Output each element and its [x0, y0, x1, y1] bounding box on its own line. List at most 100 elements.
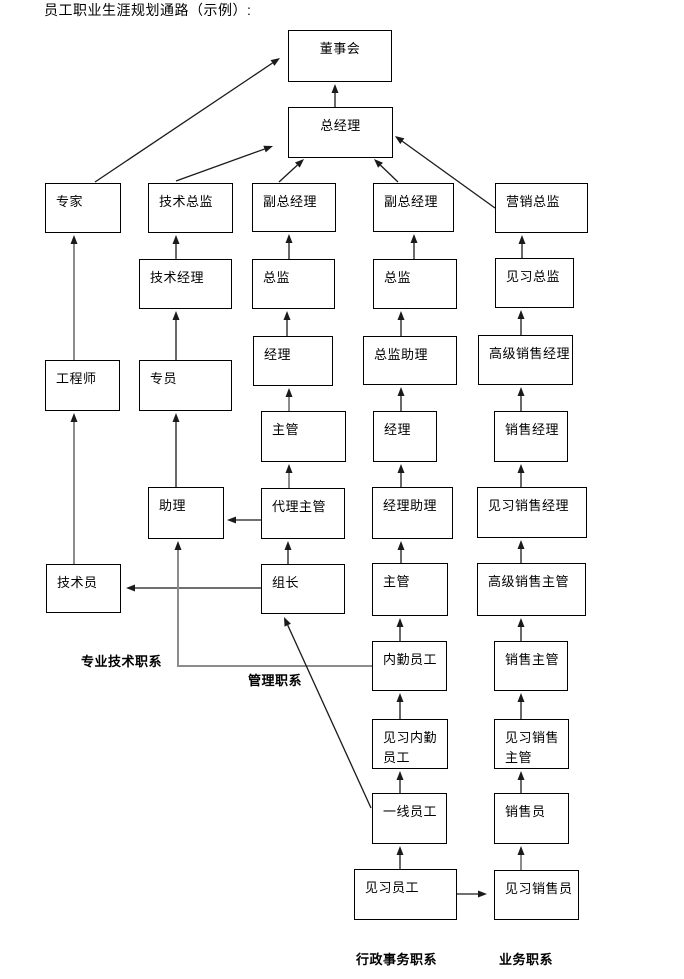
- edge-trainee-office-staff-to-office-staff: [396, 693, 404, 719]
- node-label: 技术总监: [159, 194, 214, 209]
- node-deputy-gm-2: 副总经理: [373, 183, 454, 232]
- edge-marketing-director-to-gm: [395, 136, 496, 209]
- edge-trainee-salesperson-to-salesperson: [517, 846, 525, 870]
- node-office-staff: 内勤员工: [372, 641, 447, 691]
- edge-office-staff-to-assistant: [174, 541, 372, 667]
- node-label: 专员: [150, 371, 178, 386]
- node-label: 见习销售主管: [505, 730, 560, 765]
- node-gm: 总经理: [288, 107, 393, 158]
- edge-tech-director-to-gm: [175, 145, 273, 182]
- edge-senior-sales-supervisor-to-trainee-sales-manager: [517, 540, 525, 563]
- node-manager-assistant: 经理助理: [372, 487, 453, 539]
- edge-trainee-sales-supervisor-to-sales-supervisor: [517, 693, 525, 719]
- edge-engineer-to-expert: [70, 235, 78, 360]
- edge-director-1-to-deputy-gm-1: [285, 234, 293, 259]
- node-specialist: 专员: [139, 360, 232, 411]
- node-director-1: 总监: [252, 259, 335, 309]
- edge-acting-supervisor-to-supervisor-1: [285, 464, 293, 488]
- edge-gm-to-board: [331, 84, 339, 107]
- group-label-management: 管理职系: [248, 673, 303, 688]
- edge-director-2-to-deputy-gm-2: [410, 234, 418, 259]
- edge-assistant-to-specialist: [172, 413, 180, 487]
- group-label-business: 业务职系: [499, 952, 554, 967]
- node-team-leader: 组长: [261, 564, 345, 614]
- node-trainee-director: 见习总监: [495, 258, 574, 308]
- node-frontline-staff: 一线员工: [372, 793, 447, 844]
- node-tech-manager: 技术经理: [139, 259, 232, 309]
- node-trainee-staff: 见习员工: [354, 869, 457, 920]
- edge-trainee-staff-to-trainee-salesperson: [457, 890, 487, 898]
- node-senior-sales-supervisor: 高级销售主管: [477, 563, 586, 616]
- node-label: 销售经理: [505, 422, 560, 437]
- edge-trainee-staff-to-frontline-staff: [396, 846, 404, 869]
- node-label: 副总经理: [263, 194, 318, 209]
- edge-office-staff-to-supervisor-2: [396, 618, 404, 641]
- node-marketing-director: 营销总监: [495, 183, 588, 233]
- node-trainee-sales-supervisor: 见习销售主管: [494, 719, 569, 769]
- node-technician: 技术员: [46, 564, 121, 613]
- node-senior-sales-manager: 高级销售经理: [478, 335, 573, 385]
- diagram-title: 员工职业生涯规划通路（示例）:: [44, 2, 252, 18]
- node-label: 副总经理: [384, 194, 439, 209]
- node-director-2: 总监: [373, 259, 457, 309]
- edge-frontline-staff-to-trainee-office-staff: [396, 771, 404, 793]
- node-label: 见习总监: [506, 269, 561, 284]
- edge-technician-to-engineer: [70, 413, 78, 564]
- node-label: 董事会: [319, 41, 361, 56]
- node-label: 组长: [272, 575, 300, 590]
- node-label: 见习销售经理: [488, 498, 570, 513]
- edge-tech-manager-to-tech-director: [172, 235, 180, 259]
- node-sales-manager: 销售经理: [494, 411, 568, 462]
- edge-director-assistant-to-director-2: [397, 311, 405, 336]
- edge-trainee-sales-manager-to-sales-manager: [517, 464, 525, 487]
- node-deputy-gm-1: 副总经理: [252, 183, 336, 232]
- node-salesperson: 销售员: [494, 793, 569, 844]
- node-label: 内勤员工: [383, 652, 438, 667]
- node-manager-1: 经理: [253, 336, 333, 386]
- node-label: 高级销售主管: [488, 574, 570, 589]
- edge-specialist-to-tech-manager: [172, 311, 180, 360]
- edge-team-leader-to-technician: [126, 584, 261, 592]
- node-label: 一线员工: [383, 804, 438, 819]
- edge-supervisor-1-to-manager-1: [285, 388, 293, 411]
- node-label: 专家: [56, 194, 84, 209]
- node-sales-supervisor: 销售主管: [494, 641, 568, 691]
- node-label: 经理: [384, 422, 412, 437]
- node-label: 技术经理: [150, 270, 205, 285]
- node-supervisor-1: 主管: [261, 411, 346, 462]
- edge-sales-manager-to-senior-sales-manager: [517, 387, 525, 411]
- edge-senior-sales-manager-to-trainee-director: [517, 310, 525, 335]
- node-trainee-office-staff: 见习内勤员工: [372, 719, 448, 769]
- group-label-administrative: 行政事务职系: [356, 952, 438, 967]
- node-label: 总监助理: [374, 347, 429, 362]
- edge-frontline-staff-to-team-leader: [284, 617, 372, 809]
- node-label: 主管: [272, 422, 300, 437]
- edge-sales-supervisor-to-senior-sales-supervisor: [517, 618, 525, 641]
- node-label: 总经理: [320, 118, 361, 133]
- node-director-assistant: 总监助理: [363, 336, 457, 385]
- node-label: 经理: [264, 347, 292, 362]
- node-label: 见习内勤员工: [383, 730, 438, 765]
- node-label: 见习销售员: [505, 881, 573, 896]
- node-label: 总监: [384, 270, 412, 285]
- node-label: 见习员工: [365, 880, 420, 895]
- edge-manager-1-to-director-1: [283, 311, 291, 336]
- node-label: 总监: [263, 270, 291, 285]
- edge-supervisor-2-to-manager-assistant: [397, 541, 405, 563]
- node-label: 经理助理: [383, 498, 438, 513]
- node-acting-supervisor: 代理主管: [261, 488, 345, 539]
- node-expert: 专家: [45, 183, 121, 233]
- node-label: 高级销售经理: [489, 346, 571, 361]
- node-label: 销售主管: [505, 652, 560, 667]
- node-label: 主管: [383, 574, 411, 589]
- node-label: 销售员: [505, 804, 546, 819]
- node-trainee-sales-manager: 见习销售经理: [477, 487, 587, 538]
- edge-acting-supervisor-to-assistant: [227, 516, 261, 524]
- edge-deputy-gm-1-to-gm: [278, 159, 304, 183]
- edge-trainee-director-to-marketing-director: [518, 235, 526, 258]
- node-label: 营销总监: [506, 194, 561, 209]
- node-engineer: 工程师: [45, 360, 120, 411]
- node-label: 技术员: [57, 575, 98, 590]
- node-label: 代理主管: [272, 499, 327, 514]
